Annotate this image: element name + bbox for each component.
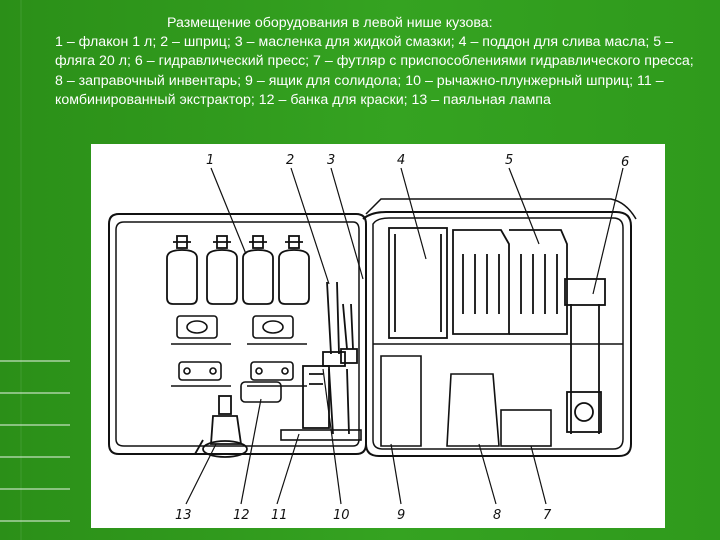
syringe-and-oiler <box>322 281 358 435</box>
label-9: 9 <box>397 508 405 523</box>
bottles <box>166 235 310 305</box>
leader-lines <box>185 167 624 505</box>
right-compartment-outline <box>362 211 632 457</box>
label-1: 1 <box>206 153 214 168</box>
label-13: 13 <box>175 508 192 523</box>
lower-compartment <box>380 355 552 447</box>
hydraulic-press <box>564 278 606 434</box>
equipment-diagram: 1 2 3 4 5 6 13 12 11 10 9 8 7 <box>91 144 665 528</box>
oil-tray <box>388 227 448 339</box>
label-5: 5 <box>505 153 513 168</box>
label-7: 7 <box>543 508 552 523</box>
label-12: 12 <box>233 508 250 523</box>
label-8: 8 <box>493 508 501 523</box>
slide-body: 1 – флакон 1 л; 2 – шприц; 3 – масленка … <box>55 34 694 108</box>
slide-title: Размещение оборудования в левой нише куз… <box>167 15 493 31</box>
equipment-drawing: 1 2 3 4 5 6 13 12 11 10 9 8 7 <box>108 153 637 523</box>
slide-caption: Размещение оборудования в левой нише куз… <box>55 14 705 110</box>
label-2: 2 <box>286 153 294 168</box>
label-4: 4 <box>397 153 405 168</box>
brackets <box>171 315 307 387</box>
label-6: 6 <box>621 155 629 170</box>
decorative-bars <box>0 330 70 540</box>
canisters <box>452 229 568 335</box>
label-11: 11 <box>271 508 288 523</box>
extractor <box>302 365 330 429</box>
label-10: 10 <box>333 508 350 523</box>
blowlamp <box>194 395 248 458</box>
label-3: 3 <box>327 153 335 168</box>
